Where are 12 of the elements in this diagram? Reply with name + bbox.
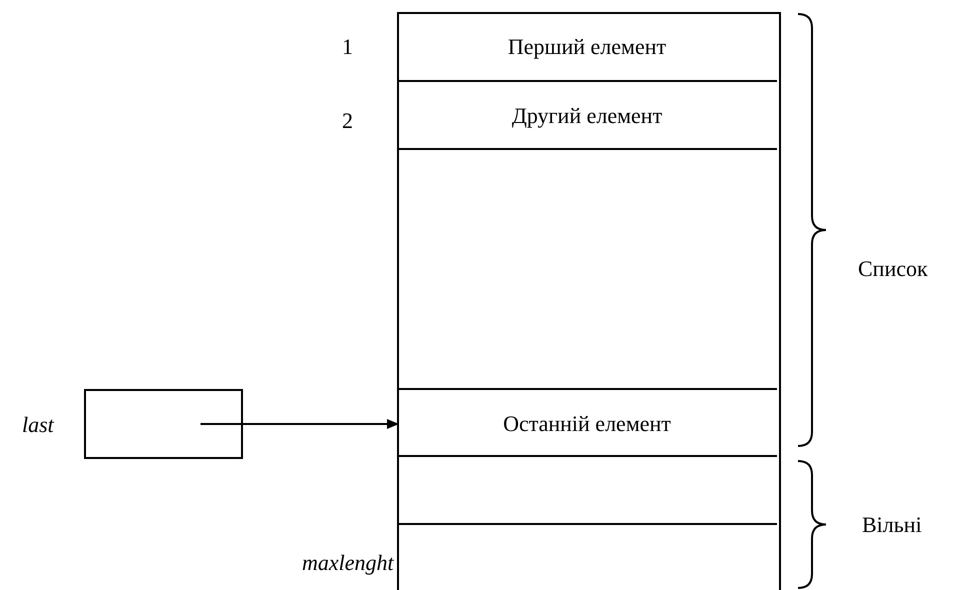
arrow <box>200 419 399 429</box>
variable-label: maxlenght <box>302 552 394 574</box>
index-number: 1 <box>342 36 353 58</box>
cell-text: Перший елемент <box>508 34 666 60</box>
variable-label: last <box>22 414 54 436</box>
index-number: 2 <box>342 110 353 132</box>
cell-text: Другий елемент <box>512 103 662 129</box>
bracket-label: Вільні <box>862 514 922 536</box>
array-frame <box>397 12 781 590</box>
cell-text: Останній елемент <box>503 410 671 436</box>
bracket-label: Список <box>858 258 928 280</box>
pointer-box <box>84 389 243 459</box>
